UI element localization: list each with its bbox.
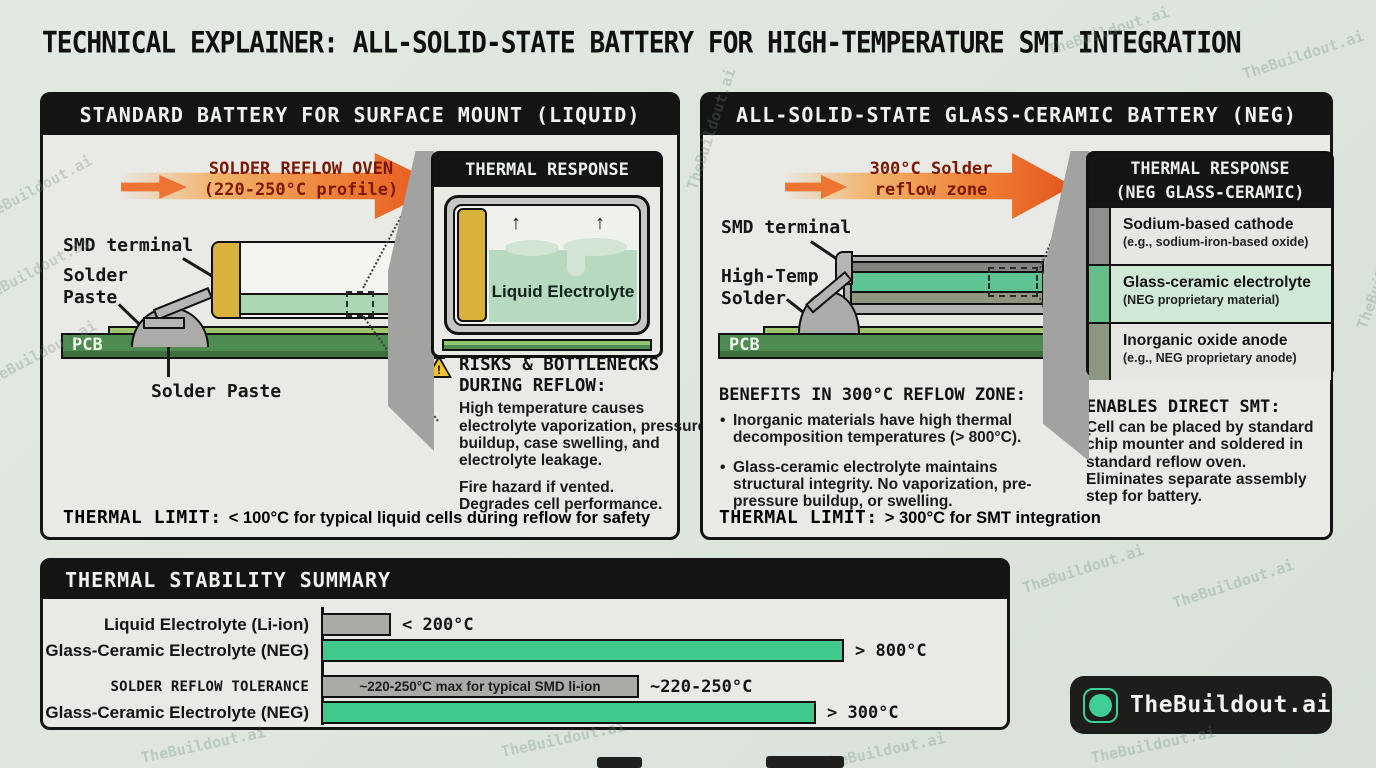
enables-body: Eliminates separate assembly step for ba… [1086, 471, 1307, 506]
thermal-limit: THERMAL LIMIT:< 100°C for typical liquid… [63, 507, 651, 528]
risks-heading: RISKS & BOTTLENECKS DURING REFLOW: [459, 355, 660, 396]
brand-logo-text: TheBuildout.ai [1130, 692, 1331, 718]
solder-paste-bottom-label: Solder Paste [151, 381, 282, 402]
benefits-block: BENEFITS IN 300°C REFLOW ZONE: Inorganic… [719, 385, 1071, 511]
neg-thermal-response-inset: THERMAL RESPONSE (NEG GLASS-CERAMIC) Sod… [1086, 151, 1334, 380]
benefits-heading: BENEFITS IN 300°C REFLOW ZONE: [719, 385, 1027, 405]
inset-header: THERMAL RESPONSE [434, 154, 660, 187]
solid-state-cell [843, 255, 1051, 315]
benefit-item: Inorganic materials have high thermal de… [719, 412, 1059, 447]
watermark-dark-bar [597, 757, 642, 768]
reflow-zone-label: 300°C Solder reflow zone [869, 159, 993, 200]
high-temp-solder-label: High-Temp [721, 266, 819, 287]
thermal-response-inset: THERMAL RESPONSE ↑ ↑ Liquid Electrolyte [431, 151, 663, 358]
benefit-item: Glass-ceramic electrolyte maintains stru… [719, 459, 1059, 511]
inset-header: THERMAL RESPONSE (NEG GLASS-CERAMIC) [1089, 154, 1331, 206]
layer-row-anode: Inorganic oxide anode (e.g., NEG proprie… [1089, 322, 1331, 380]
vapor-drip [505, 240, 559, 256]
summary-panel: THERMAL STABILITY SUMMARY Liquid Electro… [40, 558, 1010, 730]
liquid-electrolyte-label: Liquid Electrolyte [491, 282, 635, 301]
vapor-arrow-icon: ↑ [511, 212, 521, 234]
high-temp-solder-label: Solder [721, 288, 787, 309]
watermark-text: TheBuildout.ai [1240, 26, 1367, 84]
chart-row: SOLDER REFLOW TOLERANCE ~220-250°C max f… [110, 675, 753, 698]
chart-bar [321, 639, 844, 662]
inset-pcb-strip [442, 339, 652, 351]
left-panel-header: STANDARD BATTERY FOR SURFACE MOUNT (LIQU… [43, 95, 677, 135]
electrolyte-swatch [1089, 266, 1111, 322]
chart-bar [321, 613, 391, 636]
left-panel: STANDARD BATTERY FOR SURFACE MOUNT (LIQU… [40, 92, 706, 540]
page-title: TECHNICAL EXPLAINER: ALL-SOLID-STATE BAT… [42, 26, 1242, 61]
enables-heading: ENABLES DIRECT SMT: [1086, 397, 1281, 417]
thermal-limit: THERMAL LIMIT:> 300°C for SMT integratio… [719, 507, 1101, 528]
chart-bar: ~220-250°C max for typical SMD li-ion [321, 675, 639, 698]
swollen-battery-case: ↑ ↑ Liquid Electrolyte [444, 195, 650, 335]
reflow-oven-label: SOLDER REFLOW OVEN (220-250°C profile) [203, 159, 399, 200]
vapor-drip [567, 246, 585, 276]
enables-body: Cell can be placed by standard chip moun… [1086, 419, 1314, 471]
chart-bar [321, 701, 816, 724]
cathode-swatch [1089, 208, 1111, 264]
right-panel: ALL-SOLID-STATE GLASS-CERAMIC BATTERY (N… [700, 92, 1334, 540]
right-panel-header: ALL-SOLID-STATE GLASS-CERAMIC BATTERY (N… [703, 95, 1330, 135]
solder-paste-label: Solder [63, 265, 129, 286]
smd-terminal-foot [143, 317, 185, 329]
solder-paste-label: Paste [63, 287, 118, 308]
layer-row-electrolyte: Glass-ceramic electrolyte (NEG proprieta… [1089, 264, 1331, 322]
watermark-text: TheBuildout.ai [1353, 206, 1376, 332]
liquid-electrolyte-fill [489, 250, 637, 322]
brand-logo: TheBuildout.ai [1070, 676, 1332, 734]
zoom-region-marker [346, 291, 374, 317]
anode-swatch [1089, 324, 1111, 380]
risks-block: ! RISKS & BOTTLENECKS DURING REFLOW: Hig… [426, 355, 706, 514]
brand-logo-icon [1083, 687, 1118, 723]
watermark-text: TheBuildout.ai [1020, 540, 1147, 598]
vapor-arrow-icon: ↑ [595, 212, 605, 234]
layer-row-cathode: Sodium-based cathode (e.g., sodium-iron-… [1089, 206, 1331, 264]
risks-paragraph: Fire hazard if vented. Degrades cell per… [459, 478, 663, 514]
chart-row: Liquid Electrolyte (Li-ion) < 200°C [104, 613, 474, 636]
chart-row: Glass-Ceramic Electrolyte (NEG) > 300°C [45, 701, 899, 724]
enables-block: ENABLES DIRECT SMT: Cell can be placed b… [1086, 397, 1338, 506]
risks-paragraph: High temperature causes electrolyte vapo… [459, 400, 707, 470]
summary-chart: Liquid Electrolyte (Li-ion) < 200°C Glas… [43, 599, 1007, 730]
chart-axis [321, 607, 324, 725]
watermark-text: TheBuildout.ai [1170, 555, 1297, 613]
pointer-line-vertical [167, 347, 170, 377]
pcb-board: PCB [718, 333, 1070, 359]
chart-row: Glass-Ceramic Electrolyte (NEG) > 800°C [45, 639, 927, 662]
pcb-board: PCB [61, 333, 445, 359]
zoom-region-marker [988, 267, 1038, 297]
battery-terminal-cap [211, 241, 241, 319]
watermark-dark-bar [766, 756, 844, 768]
battery-cap [457, 208, 487, 322]
smd-terminal-label: SMD terminal [63, 235, 194, 256]
smd-terminal-label: SMD terminal [721, 217, 852, 238]
summary-panel-header: THERMAL STABILITY SUMMARY [43, 561, 1007, 599]
